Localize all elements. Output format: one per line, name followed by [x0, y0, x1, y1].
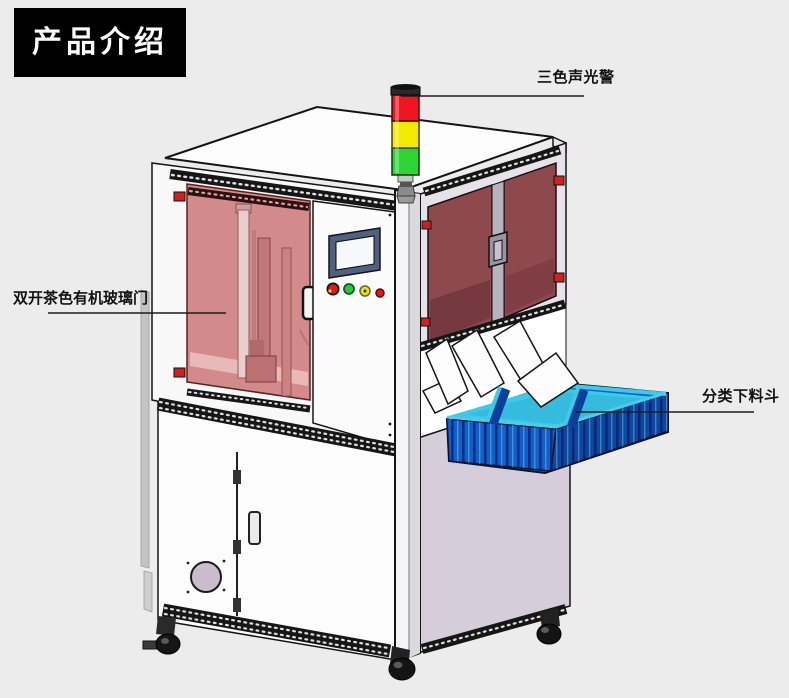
control-panel: [312, 200, 396, 449]
leader-lines: [48, 95, 754, 413]
tower-light-red: [391, 93, 420, 122]
caster-front: [388, 646, 416, 681]
left-acrylic-door: [186, 183, 317, 401]
tower-light: [390, 84, 421, 204]
frame-stud-bands: [156, 145, 568, 658]
cabinet-handle: [248, 511, 261, 545]
machine-frame: [140, 84, 669, 681]
label-sorting-hopper: 分类下料斗: [702, 388, 780, 405]
label-tower-light: 三色声光警: [537, 69, 615, 86]
page-title: 产品介绍: [14, 8, 186, 77]
red-indicator-button: [375, 288, 385, 298]
front-corner-column: [394, 188, 421, 664]
door-hinges: [173, 191, 186, 378]
green-button: [343, 283, 355, 295]
label-acrylic-door: 双开茶色有机玻璃门: [13, 290, 149, 307]
discharge-chute-plate: [516, 351, 580, 408]
door-internal-mechanism: [190, 203, 309, 397]
left-edge-strip: [140, 289, 150, 569]
tower-light-green: [391, 147, 420, 176]
caster-left: [142, 616, 181, 655]
caster-wheels: [142, 608, 562, 681]
panel-buttons: [326, 282, 385, 298]
vent-hole: [186, 559, 226, 594]
tower-light-yellow: [391, 120, 420, 149]
caster-right: [536, 608, 562, 645]
touch-screen: [328, 227, 381, 279]
